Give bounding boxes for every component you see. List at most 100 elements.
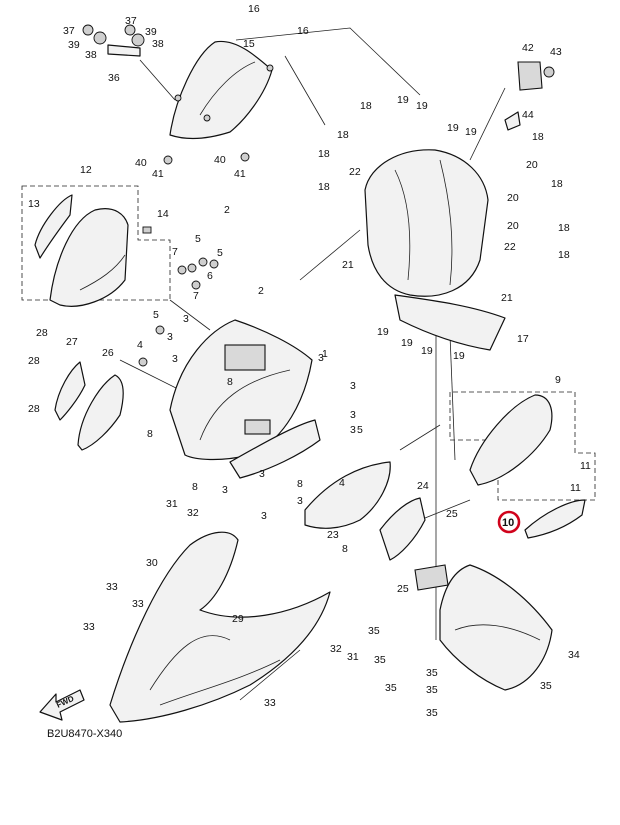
callout-8: 8 bbox=[147, 428, 153, 440]
callout-8: 8 bbox=[192, 481, 198, 493]
callout-3: 3 bbox=[172, 353, 178, 365]
callout-12: 12 bbox=[80, 164, 92, 176]
callout-35: 35 bbox=[426, 667, 438, 679]
callout-43: 43 bbox=[550, 46, 562, 58]
callout-labels: 37 37 39 39 38 38 36 16 16 15 40 40 41 4… bbox=[28, 3, 591, 719]
callout-2: 2 bbox=[258, 285, 264, 297]
callout-11: 11 bbox=[580, 460, 591, 472]
callout-39: 39 bbox=[145, 26, 157, 38]
callout-25: 25 bbox=[446, 508, 458, 520]
side-cover-part-26 bbox=[77, 374, 124, 451]
callout-38: 38 bbox=[85, 49, 97, 61]
callout-24: 24 bbox=[417, 480, 429, 492]
inner-panel-part-4 bbox=[229, 419, 321, 479]
highlight-ring bbox=[497, 510, 521, 534]
callout-36: 36 bbox=[108, 72, 120, 84]
callout-19: 19 bbox=[377, 326, 389, 338]
callout-3: 3 bbox=[259, 468, 265, 480]
callout-16: 16 bbox=[248, 3, 260, 15]
callout-16: 16 bbox=[297, 25, 309, 37]
callout-19: 19 bbox=[453, 350, 465, 362]
callout-21: 21 bbox=[342, 259, 354, 271]
callout-18: 18 bbox=[558, 222, 570, 234]
callout-11: 11 bbox=[570, 482, 581, 494]
callout-21: 21 bbox=[501, 292, 513, 304]
group-box-12 bbox=[21, 185, 171, 301]
drawing-code: B2U8470-X340 bbox=[47, 728, 122, 740]
callout-13: 13 bbox=[28, 198, 40, 210]
callout-27: 27 bbox=[66, 336, 78, 348]
callout-20: 20 bbox=[507, 220, 519, 232]
callout-5: 5 bbox=[357, 424, 363, 436]
highlighted-callout-10[interactable]: 10 bbox=[497, 510, 521, 534]
callout-35: 35 bbox=[540, 680, 552, 692]
callout-22: 22 bbox=[504, 241, 516, 253]
callout-3: 3 bbox=[167, 331, 173, 343]
side-cover-part-27 bbox=[54, 361, 86, 421]
bracket-part-36 bbox=[82, 24, 250, 165]
callout-8: 8 bbox=[227, 376, 233, 388]
callout-33: 33 bbox=[264, 697, 276, 709]
callout-18: 18 bbox=[558, 249, 570, 261]
callout-10: 10 bbox=[502, 517, 514, 529]
callout-35: 35 bbox=[368, 625, 380, 637]
callout-25: 25 bbox=[397, 583, 409, 595]
callout-18: 18 bbox=[318, 181, 330, 193]
callout-19: 19 bbox=[465, 126, 477, 138]
callout-35: 35 bbox=[374, 654, 386, 666]
callout-35: 35 bbox=[385, 682, 397, 694]
callout-28: 28 bbox=[36, 327, 48, 339]
front-cowling-part-1 bbox=[169, 319, 313, 461]
callout-18: 18 bbox=[337, 129, 349, 141]
callout-38: 38 bbox=[152, 38, 164, 50]
callout-3: 3 bbox=[222, 484, 228, 496]
callout-2: 2 bbox=[224, 204, 230, 216]
side-panel-part-23 bbox=[304, 461, 391, 529]
callout-34: 34 bbox=[568, 649, 580, 661]
callout-3: 3 bbox=[297, 495, 303, 507]
callout-20: 20 bbox=[507, 192, 519, 204]
callout-3: 3 bbox=[350, 380, 356, 392]
side-panel-part-24 bbox=[379, 497, 426, 561]
callout-5: 5 bbox=[153, 309, 159, 321]
callout-26: 26 bbox=[102, 347, 114, 359]
callout-41: 41 bbox=[234, 168, 246, 180]
callout-31: 31 bbox=[347, 651, 359, 663]
mirror-bracket-part-42 bbox=[504, 61, 555, 131]
callout-3: 3 bbox=[183, 313, 189, 325]
callout-23: 23 bbox=[327, 529, 339, 541]
callout-33: 33 bbox=[132, 598, 144, 610]
callout-30: 30 bbox=[146, 557, 158, 569]
trim-part-10 bbox=[524, 499, 586, 539]
windscreen-part-15 bbox=[169, 40, 274, 139]
callout-1: 1 bbox=[322, 348, 328, 360]
callout-19: 19 bbox=[401, 337, 413, 349]
callout-3: 3 bbox=[350, 424, 356, 436]
callout-31: 31 bbox=[166, 498, 178, 510]
callout-5: 5 bbox=[195, 233, 201, 245]
callout-18: 18 bbox=[532, 131, 544, 143]
callout-15: 15 bbox=[243, 38, 255, 50]
callout-7: 7 bbox=[193, 290, 199, 302]
callout-7: 7 bbox=[172, 246, 178, 258]
under-cowl-part-34 bbox=[414, 564, 553, 691]
callout-40: 40 bbox=[214, 154, 226, 166]
callout-8: 8 bbox=[342, 543, 348, 555]
callout-28: 28 bbox=[28, 355, 40, 367]
callout-6: 6 bbox=[207, 270, 213, 282]
callout-18: 18 bbox=[318, 148, 330, 160]
callout-37: 37 bbox=[63, 25, 75, 37]
callout-5: 5 bbox=[217, 247, 223, 259]
callout-18: 18 bbox=[360, 100, 372, 112]
callout-32: 32 bbox=[330, 643, 342, 655]
callout-3: 3 bbox=[261, 510, 267, 522]
callout-35: 35 bbox=[426, 707, 438, 719]
callout-32: 32 bbox=[187, 507, 199, 519]
callout-19: 19 bbox=[447, 122, 459, 134]
callout-8: 8 bbox=[297, 478, 303, 490]
callout-18: 18 bbox=[551, 178, 563, 190]
under-cowl-part-29 bbox=[109, 531, 331, 723]
cowl-part-9 bbox=[469, 394, 553, 486]
fwd-arrow-icon: FWD bbox=[39, 689, 85, 721]
